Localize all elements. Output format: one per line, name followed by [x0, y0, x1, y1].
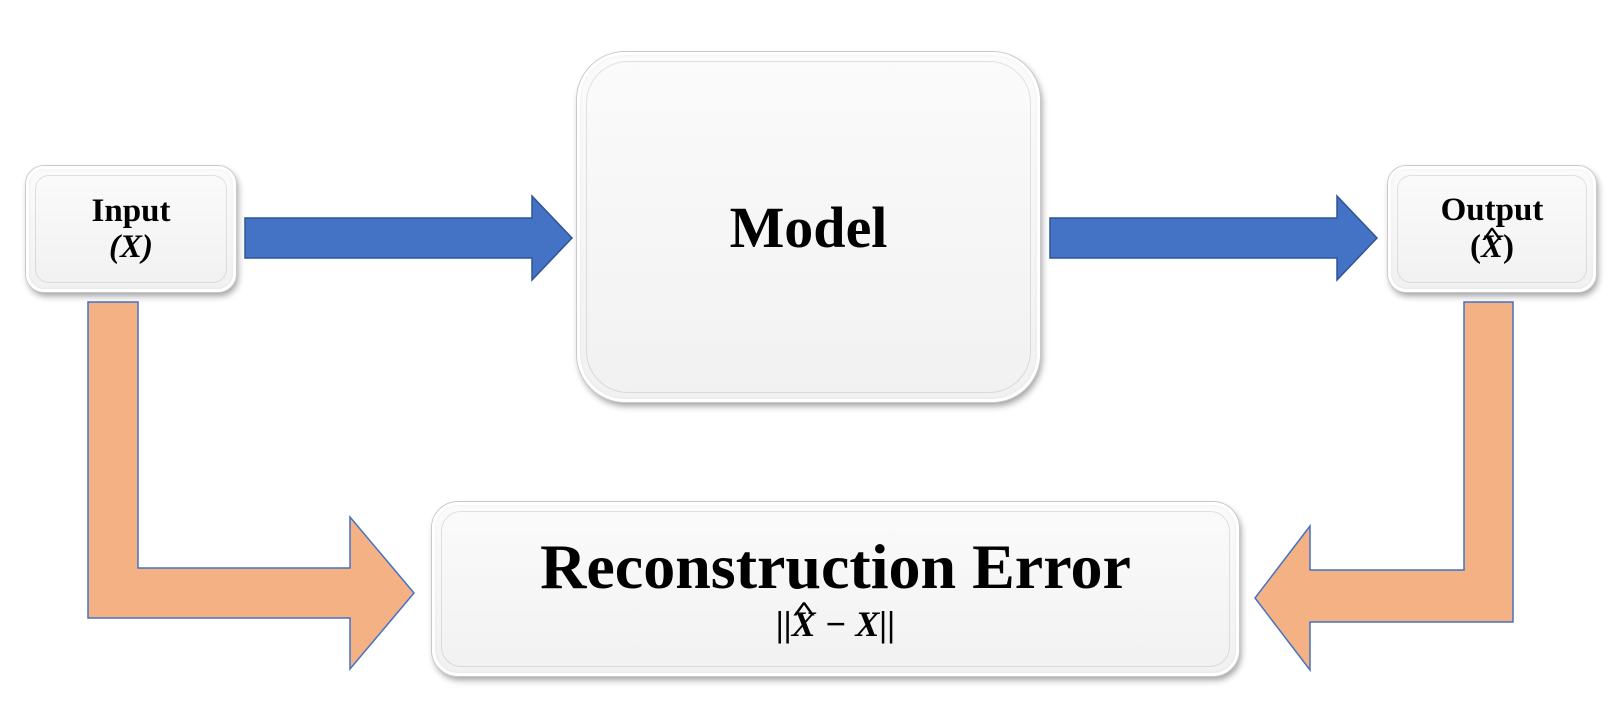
arrow-model-to-output: [1049, 194, 1379, 282]
output-box: Output (X): [1388, 166, 1596, 292]
reconstruction-error-formula: ||X − X||: [776, 602, 896, 646]
output-symbol-open: (: [1469, 229, 1481, 265]
model-label: Model: [729, 194, 888, 260]
formula-var-hat: X: [792, 602, 816, 646]
formula-rest: − X||: [815, 604, 896, 644]
output-symbol-var: X: [1481, 228, 1503, 266]
output-symbol: (X): [1470, 228, 1514, 266]
reconstruction-error-title: Reconstruction Error: [540, 531, 1131, 602]
arrow-input-to-model: [244, 194, 574, 282]
arrow-output-to-error: [1254, 301, 1514, 673]
model-box: Model: [577, 52, 1040, 402]
input-symbol: (X): [109, 229, 153, 265]
arrow-input-to-error: [87, 301, 415, 672]
reconstruction-error-box: Reconstruction Error ||X − X||: [432, 502, 1239, 676]
input-label: Input: [91, 193, 171, 229]
formula-prefix: ||: [775, 604, 792, 644]
output-symbol-close: ): [1503, 229, 1514, 265]
input-box: Input (X): [26, 166, 236, 292]
